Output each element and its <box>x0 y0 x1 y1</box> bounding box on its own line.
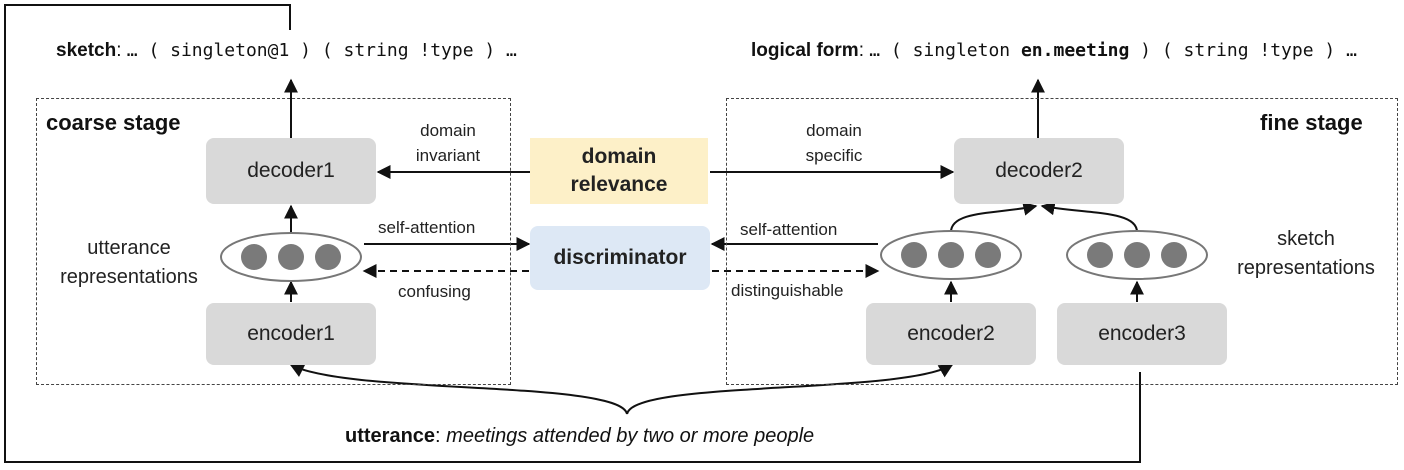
discriminator-node: discriminator <box>530 226 710 290</box>
domain-specific-line1: domain <box>806 121 862 140</box>
repr2-to-decoder2-curve <box>950 201 1038 233</box>
utterance-repr-line2: representations <box>60 266 198 288</box>
utterance-label: utterance <box>345 425 436 447</box>
utterance-representations-label: utterance representations <box>46 234 212 292</box>
distinguishable-label: distinguishable <box>731 281 844 300</box>
utterance-to-encoder1-curve <box>289 364 628 415</box>
coarse-stage-title: coarse stage <box>46 110 181 135</box>
sketch-repr-dot <box>1087 242 1113 268</box>
logical-form-expr-bold: en.meeting <box>1020 40 1130 61</box>
sketch-repr-line2: representations <box>1237 257 1375 279</box>
encoder1-node: encoder1 <box>206 303 376 365</box>
sketch-repr-dot <box>901 242 927 268</box>
domain-invariant-line1: domain <box>420 121 476 140</box>
encoder3-node: encoder3 <box>1057 303 1227 365</box>
logical-form-expr-pre: … ( singleton <box>869 40 1021 61</box>
repr3-to-decoder2-curve <box>1040 201 1138 233</box>
domain-relevance-line2: relevance <box>570 173 668 196</box>
decoder2-node: decoder2 <box>954 138 1124 204</box>
encoder2-node: encoder2 <box>866 303 1036 365</box>
utterance-line: utterance: meetings attended by two or m… <box>345 425 814 448</box>
utterance-repr-dot <box>241 244 267 270</box>
fine-stage-title: fine stage <box>1260 110 1363 135</box>
domain-invariant-label: domain invariant <box>398 118 498 168</box>
utterance-repr-dot <box>278 244 304 270</box>
fine-stage-region <box>726 98 1398 385</box>
utterance-repr-line1: utterance <box>87 237 171 259</box>
sketch-repr-dot <box>1161 242 1187 268</box>
domain-invariant-line2: invariant <box>415 146 481 165</box>
utterance-text: meetings attended by two or more people <box>446 425 815 447</box>
sketch-expr: … ( singleton@1 ) ( string !type ) … <box>126 40 517 61</box>
sketch-repr-dot <box>1124 242 1150 268</box>
self-attention-left-label: self-attention <box>378 218 476 237</box>
sketch-label: sketch <box>56 40 117 61</box>
utterance-separator: : <box>435 425 441 447</box>
domain-specific-label: domain specific <box>784 118 884 168</box>
self-attention-right-label: self-attention <box>740 220 838 239</box>
logical-form-expression: logical form: … ( singleton en.meeting )… <box>751 40 1357 62</box>
coarse-stage-region <box>36 98 511 385</box>
sketch-repr-dot <box>975 242 1001 268</box>
decoder1-node: decoder1 <box>206 138 376 204</box>
domain-relevance-line1: domain <box>581 145 657 168</box>
sketch-repr-line1: sketch <box>1277 228 1335 250</box>
confusing-label: confusing <box>398 282 471 301</box>
sketch-repr-dot <box>938 242 964 268</box>
sketch-separator: : <box>116 40 122 61</box>
utterance-to-encoder2-curve <box>626 364 954 415</box>
logical-form-separator: : <box>858 40 864 61</box>
utterance-repr-dot <box>315 244 341 270</box>
domain-relevance-node: domain relevance <box>530 138 708 204</box>
logical-form-expr-post: ) ( string !type ) … <box>1129 40 1357 61</box>
logical-form-label: logical form <box>751 40 859 61</box>
sketch-expression: sketch: … ( singleton@1 ) ( string !type… <box>56 40 517 62</box>
sketch-representations-label: sketch representations <box>1218 225 1394 283</box>
domain-specific-line2: specific <box>805 146 863 165</box>
utterance-loop-line <box>4 4 1141 463</box>
